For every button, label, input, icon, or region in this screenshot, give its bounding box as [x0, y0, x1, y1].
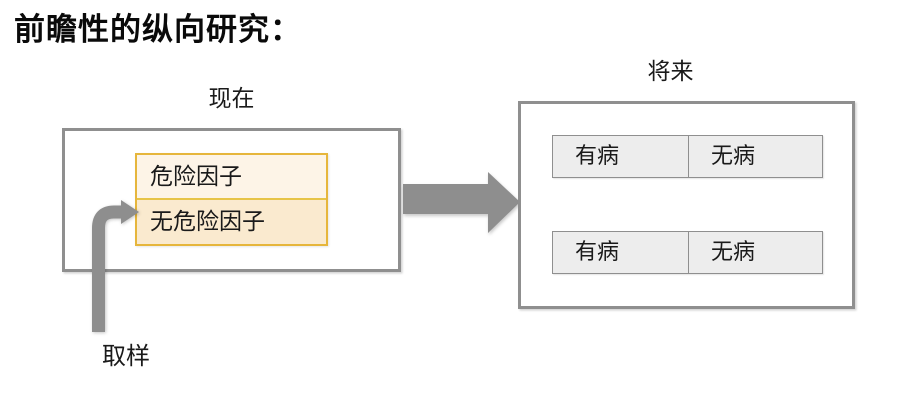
no-risk-factor-row: 无危险因子 [137, 199, 326, 244]
diseased-cell: 有病 [553, 232, 689, 273]
right-arrow-icon [403, 172, 520, 233]
risk-factor-table: 危险因子 无危险因子 [135, 153, 328, 246]
risk-factor-row: 危险因子 [137, 155, 326, 200]
sampling-elbow-arrow-icon [92, 200, 139, 332]
page-title: 前瞻性的纵向研究： [14, 12, 302, 47]
outcome-table-bottom: 有病 无病 [552, 231, 823, 274]
future-box: 有病 无病 有病 无病 [518, 101, 855, 309]
label-sampling: 取样 [102, 344, 150, 370]
outcome-table-top: 有病 无病 [552, 135, 823, 178]
label-present: 现在 [208, 86, 255, 111]
diseased-cell: 有病 [553, 136, 689, 177]
not-diseased-cell: 无病 [711, 239, 756, 264]
not-diseased-cell: 无病 [711, 143, 756, 168]
label-future: 将来 [647, 59, 694, 84]
